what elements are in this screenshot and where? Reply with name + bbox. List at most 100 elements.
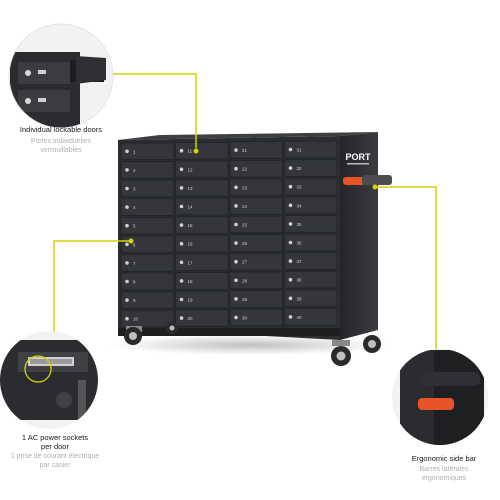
door-lock-icon (125, 298, 129, 302)
sidebar-callout-subtitle-1: Barres latérales (419, 466, 469, 473)
door-number-label: 35 (297, 222, 303, 227)
door-number-label: 4 (133, 205, 136, 210)
door-number-label: 36 (297, 241, 303, 246)
locker-door-40 (284, 308, 338, 326)
door-number-label: 37 (297, 259, 303, 264)
power-callout-title-1: 1 AC power sockets (21, 433, 89, 442)
door-lock-icon (288, 259, 293, 263)
door-lock-icon (234, 222, 238, 227)
locker-door-33 (284, 178, 338, 196)
inset-lockable-doors (8, 23, 114, 129)
door-lock-icon (125, 242, 129, 247)
door-lock-icon (179, 316, 184, 320)
doors-callout-subtitle-1: Portes individuelles (30, 138, 92, 145)
door-lock-icon (125, 261, 129, 265)
door-lock-icon (234, 204, 238, 208)
door-lock-icon (288, 184, 293, 189)
door-lock-icon (234, 241, 238, 245)
locker-door-11 (175, 142, 229, 160)
locker-door-35 (284, 215, 338, 233)
door-lock-icon (288, 240, 293, 245)
door-lock-icon (288, 222, 293, 226)
side-handle (343, 175, 392, 185)
caster-wheel-back-right (363, 335, 381, 353)
doors-callout-subtitle-2: verrouillables (40, 147, 82, 154)
door-lock-icon (288, 277, 293, 282)
door-lock-icon (179, 223, 184, 227)
callout-lines (53, 73, 437, 350)
door-lock-icon (179, 297, 184, 302)
caster-wheel-middle (166, 322, 178, 334)
locker-door-17 (175, 253, 229, 271)
door-lock-icon (234, 259, 238, 264)
door-lock-icon (125, 205, 129, 209)
door-lock-icon (288, 315, 293, 319)
door-lock-icon (288, 166, 293, 170)
door-number-label: 6 (133, 242, 136, 247)
door-lock-icon (125, 316, 129, 321)
door-lock-icon (179, 279, 184, 283)
locker-cabinet: 1234567891011121314151617181920212223242… (118, 132, 378, 340)
locker-door-39 (284, 289, 338, 307)
door-number-label: 24 (242, 204, 248, 209)
door-number-label: 17 (188, 260, 194, 265)
door-number-label: 27 (242, 260, 248, 265)
locker-door-32 (284, 159, 338, 177)
door-number-label: 25 (242, 223, 248, 228)
locker-door-13 (175, 179, 229, 197)
locker-door-38 (284, 271, 338, 289)
locker-door-5 (120, 217, 174, 235)
locker-door-34 (284, 196, 338, 214)
door-number-label: 13 (188, 186, 194, 191)
door-number-label: 31 (297, 148, 303, 153)
door-number-label: 20 (188, 316, 194, 321)
door-lock-icon (179, 186, 184, 190)
door-lock-icon (179, 204, 184, 209)
sidebar-callout-subtitle-2: ergonomiques (421, 475, 467, 482)
door-number-label: 2 (133, 168, 136, 173)
door-lock-icon (288, 296, 293, 301)
door-lock-icon (288, 147, 293, 152)
door-lock-icon (125, 279, 129, 284)
door-lock-icon (288, 203, 293, 208)
door-lock-icon (179, 260, 184, 265)
power-callout-title-2: per door (41, 442, 69, 451)
doors-callout-title: Individual lockable doors (19, 125, 103, 134)
door-number-label: 15 (188, 223, 194, 228)
locker-door-20 (175, 309, 229, 327)
caster-wheel-front-right (331, 340, 351, 366)
locker-door-24 (229, 197, 283, 215)
locker-door-3 (120, 179, 174, 198)
locker-door-23 (229, 178, 283, 196)
locker-door-8 (120, 272, 174, 291)
door-number-label: 30 (242, 316, 248, 321)
door-number-label: 29 (242, 297, 248, 302)
door-number-label: 12 (188, 167, 194, 172)
locker-door-22 (229, 160, 283, 178)
locker-door-21 (229, 141, 283, 159)
logo-underline (347, 163, 369, 165)
door-number-label: 16 (188, 242, 194, 247)
cabinet-base (118, 328, 340, 336)
door-number-label: 7 (133, 261, 136, 266)
door-lock-icon (125, 223, 129, 228)
locker-door-16 (175, 235, 229, 253)
door-lock-icon (234, 148, 238, 152)
door-lock-icon (234, 278, 238, 283)
locker-door-15 (175, 216, 229, 234)
locker-door-29 (229, 290, 283, 308)
floor-shadow (110, 335, 390, 355)
door-number-label: 26 (242, 241, 248, 246)
locker-door-28 (229, 271, 283, 289)
locker-door-2 (120, 161, 174, 179)
locker-door-14 (175, 197, 229, 216)
power-callout-subtitle-2: par casier (39, 462, 71, 469)
door-lock-icon (234, 166, 238, 171)
locker-door-27 (229, 253, 283, 271)
locker-door-12 (175, 160, 229, 178)
locker-door-37 (284, 252, 338, 270)
locker-door-36 (284, 233, 338, 252)
door-number-label: 21 (242, 148, 248, 153)
door-grid: 1234567891011121314151617181920212223242… (120, 140, 338, 328)
door-number-label: 40 (297, 315, 303, 320)
